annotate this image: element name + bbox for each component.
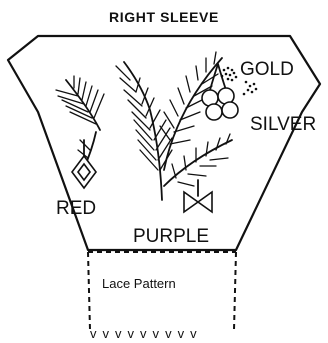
purple-label: PURPLE (133, 226, 209, 247)
gold-label: GOLD (240, 59, 294, 80)
fringe-marks: v v v v v v v v v (90, 326, 198, 341)
left-fern-sprig (56, 76, 104, 168)
diagram-title: RIGHT SLEEVE (109, 9, 219, 25)
silver-label: SILVER (250, 114, 316, 135)
right-lower-fern-sprig (164, 134, 232, 186)
lace-pattern-label: Lace Pattern (102, 276, 176, 291)
red-label: RED (56, 198, 96, 219)
lace-right-dashed-line (234, 252, 236, 330)
bead-cluster (202, 64, 238, 120)
lace-left-dashed-line (88, 252, 90, 330)
